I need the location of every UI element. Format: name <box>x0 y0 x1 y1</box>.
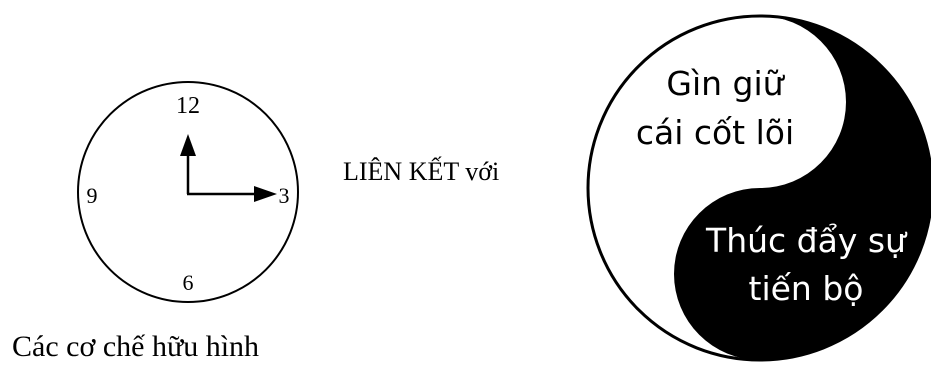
yin-yang-dark-half <box>674 16 931 360</box>
clock-numeral-12: 12 <box>176 93 200 119</box>
yin-yang-bottom-text-line1: Thúc đẩy sự <box>705 221 908 260</box>
yin-yang-bottom-text-line2: tiến bộ <box>749 269 864 308</box>
clock-hands <box>180 134 277 202</box>
yin-yang: Gìn giữ cái cốt lõi Thúc đẩy sự tiến bộ <box>586 14 931 362</box>
yin-yang-top-text-line1: Gìn giữ <box>666 64 785 103</box>
clock-hour-hand-arrowhead <box>254 186 277 202</box>
clock-minute-hand-arrowhead <box>180 134 196 156</box>
clock-numeral-9: 9 <box>87 183 98 208</box>
yin-yang-top-text-line2: cái cốt lõi <box>636 113 794 152</box>
clock: 12 3 6 9 <box>77 81 299 303</box>
connector-label: LIÊN KẾT với <box>343 157 499 186</box>
clock-numeral-3: 3 <box>279 183 290 208</box>
clock-numeral-6: 6 <box>183 270 194 295</box>
clock-caption: Các cơ chế hữu hình <box>12 330 259 363</box>
